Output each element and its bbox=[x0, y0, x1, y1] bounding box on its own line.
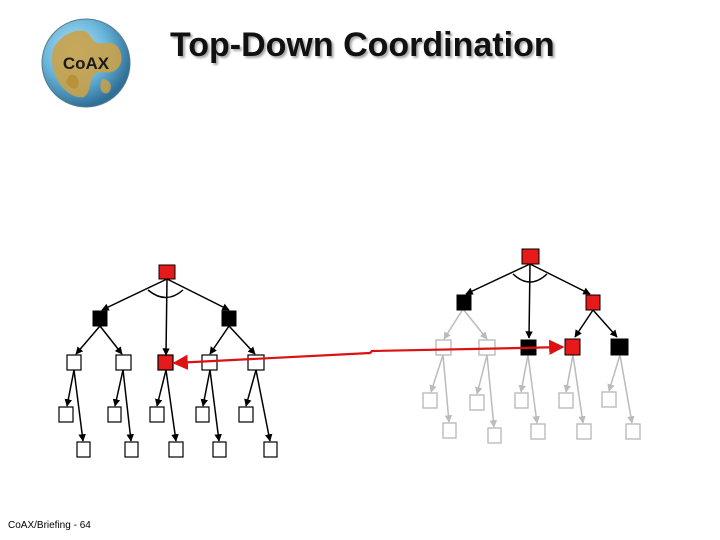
globe-icon: CoAX bbox=[41, 18, 131, 108]
left-tree bbox=[58, 264, 278, 458]
left-level4-node bbox=[238, 406, 254, 423]
right-tree bbox=[422, 248, 641, 444]
left-level4-node bbox=[149, 406, 165, 423]
left-root-node bbox=[158, 264, 176, 280]
slide-footer: CoAX/Briefing - 64 bbox=[8, 520, 91, 531]
logo-text: CoAX bbox=[63, 54, 110, 73]
right-level3-node bbox=[610, 338, 629, 356]
left-level4-node bbox=[212, 441, 227, 458]
left-level3-node bbox=[115, 354, 132, 371]
right-level4-node bbox=[530, 423, 546, 440]
coordination-link-arrow bbox=[172, 339, 565, 370]
left-level4-node bbox=[168, 441, 184, 458]
right-level4-node bbox=[487, 427, 502, 444]
right-level2-active-node bbox=[585, 294, 601, 311]
right-level3-node bbox=[435, 339, 452, 356]
left-level4-node bbox=[76, 441, 91, 458]
left-level3-active-node bbox=[157, 354, 174, 371]
left-level4-node bbox=[124, 441, 139, 458]
coax-logo: CoAX bbox=[40, 17, 132, 109]
right-level4-node bbox=[576, 423, 592, 440]
right-level4-node bbox=[422, 392, 438, 409]
left-level3-node bbox=[66, 354, 82, 371]
left-level3-node bbox=[247, 354, 265, 371]
left-level2-node bbox=[92, 310, 108, 327]
right-level4-node bbox=[442, 422, 457, 439]
right-level4-node bbox=[601, 391, 617, 408]
right-root-node bbox=[521, 248, 540, 265]
right-level4-node bbox=[514, 392, 529, 409]
left-level4-node bbox=[195, 406, 210, 423]
left-level4-node bbox=[263, 441, 278, 458]
right-level4-node bbox=[625, 423, 641, 440]
slide-title: Top-Down Coordination bbox=[170, 26, 555, 64]
left-level4-node bbox=[107, 406, 122, 423]
right-level3-active-node bbox=[564, 338, 581, 356]
right-level4-node bbox=[558, 392, 574, 409]
left-level2-node bbox=[221, 310, 237, 327]
right-level2-node bbox=[456, 294, 472, 311]
left-level4-node bbox=[58, 406, 74, 423]
right-level4-node bbox=[469, 394, 485, 411]
